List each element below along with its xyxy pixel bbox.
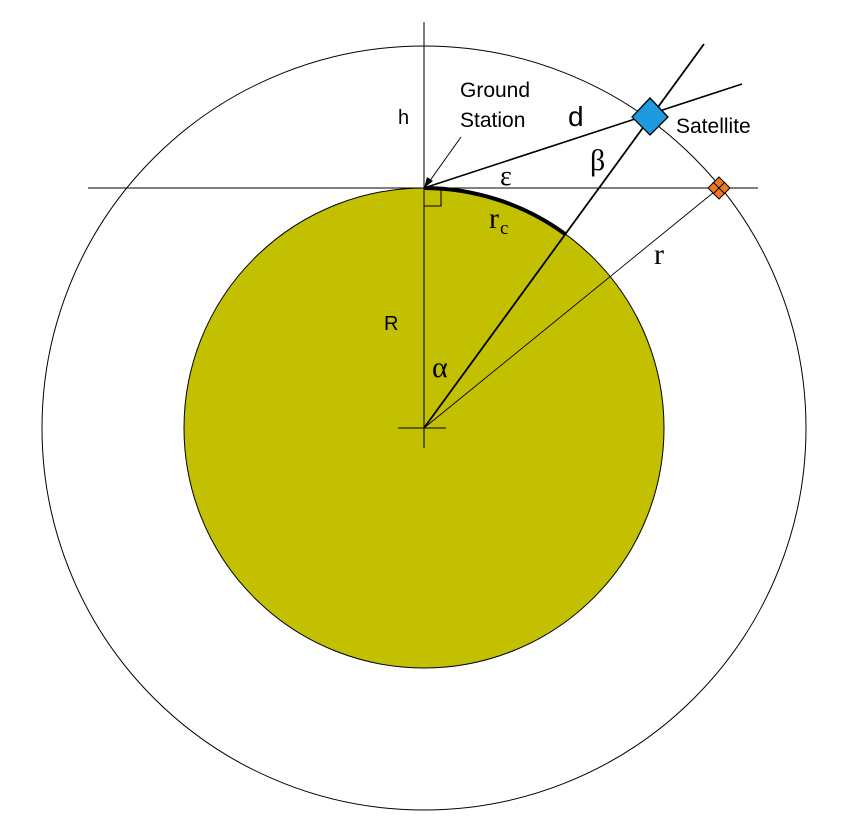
label-epsilon: ε [500, 161, 512, 192]
reference-point-cross-b [712, 181, 726, 195]
label-R: R [384, 313, 398, 335]
label-rc-base: r [489, 202, 499, 235]
ground-station-arrow-line [428, 136, 462, 183]
right-angle-marker [424, 188, 442, 207]
label-d: d [568, 101, 584, 132]
label-ground-station-line2: Station [460, 109, 525, 132]
ground-station-arrowhead [424, 177, 433, 188]
radius-r-line [423, 187, 720, 429]
slant-range-d-line [423, 83, 743, 189]
label-h: h [398, 107, 409, 129]
label-r: r [654, 238, 664, 271]
label-beta: β [590, 144, 605, 177]
label-rc: rc [489, 202, 508, 239]
satellite-icon [631, 97, 669, 136]
label-alpha: α [432, 351, 448, 384]
label-ground-station-line1: Ground [460, 79, 530, 102]
label-rc-sub: c [500, 218, 508, 239]
arc-rc [423, 186, 567, 236]
label-satellite: Satellite [676, 115, 751, 138]
